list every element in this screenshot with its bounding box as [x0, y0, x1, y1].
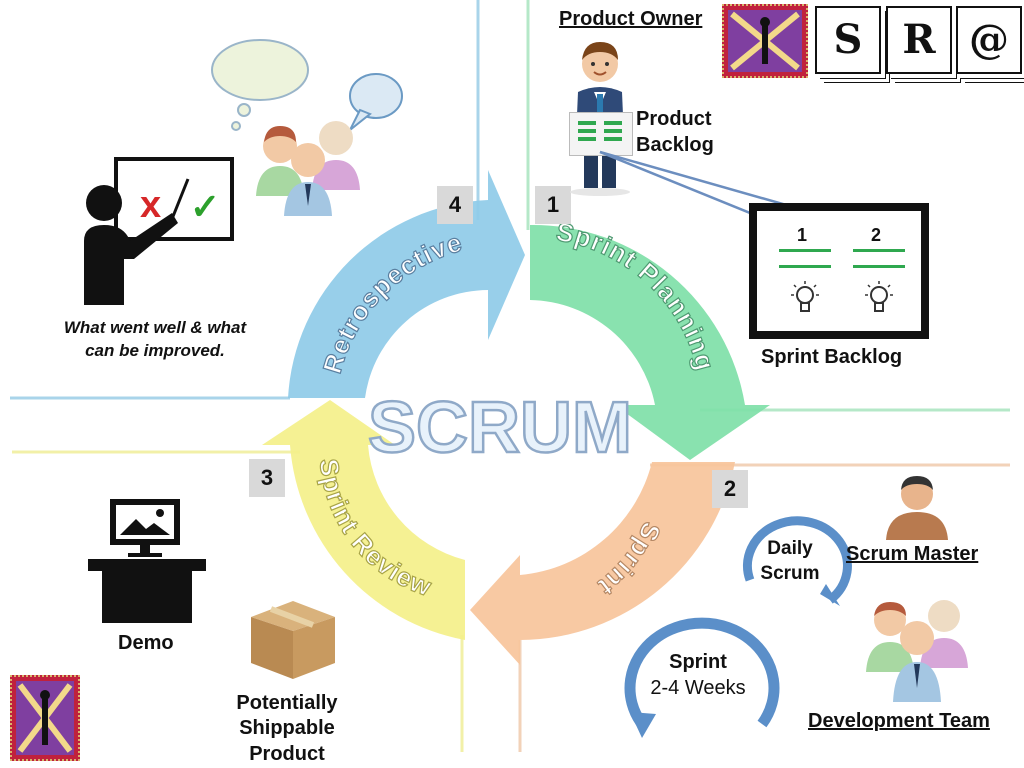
team-group-icon [256, 121, 360, 216]
emblem-icon [728, 10, 802, 72]
logo-letter-s: S [815, 6, 881, 74]
step-number-4: 4 [437, 186, 473, 224]
sprint-review-arrow [262, 400, 465, 640]
logo-letter-at: @ [956, 6, 1022, 74]
thought-clouds [211, 39, 403, 131]
shippable-box-icon [251, 601, 335, 679]
shippable-label-1: Potentially [236, 692, 338, 714]
logo-emblem-small [10, 675, 80, 761]
shippable-label-3: Product [249, 743, 325, 765]
logo-emblem [722, 4, 808, 78]
sprint-backlog-item-2: 2 [871, 225, 882, 245]
sprint-backlog-label: Sprint Backlog [761, 346, 903, 368]
svg-text:x: x [140, 184, 161, 226]
sprint-planning-arrow [530, 224, 770, 460]
daily-scrum-cycle [742, 516, 852, 606]
product-owner-label: Product Owner [559, 8, 703, 30]
retrospective-caption-1: What went well & what [63, 318, 247, 337]
daily-scrum-label-2: Scrum [760, 563, 820, 584]
scrum-title: SCRUM [368, 388, 632, 468]
sprint-weeks-label-2: 2-4 Weeks [650, 677, 746, 699]
product-backlog-label-1: Product [636, 108, 712, 130]
development-team-label: Development Team [808, 710, 990, 732]
step-number-2: 2 [712, 470, 748, 508]
development-team-icon [866, 600, 968, 702]
retrospective-arrow [288, 170, 525, 398]
sprint-backlog-board: 1 2 [749, 203, 929, 339]
sprint-weeks-cycle [624, 617, 780, 738]
product-backlog-label-2: Backlog [636, 134, 714, 156]
emblem-icon [16, 681, 74, 755]
sprint-arrow [470, 462, 735, 665]
scrum-master-icon [886, 476, 948, 540]
step-number-1: 1 [535, 186, 571, 224]
demo-label: Demo [118, 632, 174, 654]
scrum-master-label: Scrum Master [846, 543, 979, 565]
step-number-3: 3 [249, 459, 285, 497]
teacher-board-icon: x ✓ [84, 157, 234, 305]
product-backlog-board [569, 112, 633, 156]
sprint-backlog-item-1: 1 [797, 225, 808, 245]
lightbulb-icon [791, 281, 819, 312]
logo-letter-r: R [886, 6, 952, 74]
daily-scrum-label-1: Daily [767, 538, 813, 559]
shippable-label-2: Shippable [239, 717, 335, 739]
lightbulb-icon [865, 281, 893, 312]
demo-desk-icon [88, 499, 206, 623]
svg-text:✓: ✓ [190, 186, 220, 227]
sprint-weeks-label-1: Sprint [669, 651, 727, 673]
retrospective-caption-2: can be improved. [85, 341, 225, 360]
